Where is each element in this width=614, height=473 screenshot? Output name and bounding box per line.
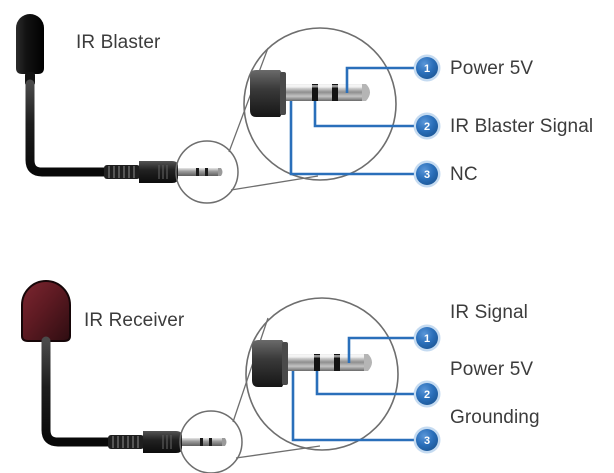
blaster-callout-lines [289, 66, 414, 176]
ir-blaster-plug [104, 161, 223, 183]
receiver-badge-1-number: 1 [424, 333, 430, 345]
receiver-callout-label-2: Power 5V [450, 359, 534, 380]
blaster-zoom-link-top [228, 47, 269, 153]
receiver-callout-line-2 [315, 371, 414, 396]
receiver-badge-3: 3 [413, 426, 441, 454]
receiver-magnified-plug-icon [252, 340, 372, 387]
blaster-zoom-source-circle [175, 140, 239, 204]
blaster-callout-line-2 [313, 101, 414, 128]
receiver-callout-label-1: IR Signal [450, 302, 528, 323]
blaster-badge-2: 2 [413, 112, 441, 140]
blaster-badge-1-number: 1 [424, 63, 430, 75]
receiver-zoom-source-circle [179, 410, 243, 473]
receiver-badge-3-number: 3 [424, 435, 430, 447]
blaster-callout-label-3: NC [450, 164, 478, 185]
ir-blaster-device [16, 14, 113, 177]
blaster-badge-2-number: 2 [424, 121, 430, 133]
receiver-head-icon [21, 280, 71, 342]
receiver-callout-line-1 [347, 336, 414, 363]
receiver-callout-lines [291, 336, 414, 442]
blaster-magnifier-circle [243, 27, 397, 181]
blaster-cable-icon [25, 79, 113, 177]
receiver-magnifier-circle [245, 297, 399, 451]
ir-receiver-device [21, 280, 117, 447]
blaster-callout-line-1 [345, 66, 414, 93]
blaster-head-icon [16, 14, 44, 74]
receiver-zoom-link-top [232, 317, 269, 423]
receiver-callout-line-3 [291, 371, 414, 442]
receiver-badge-2: 2 [413, 380, 441, 408]
receiver-cable-icon [41, 336, 117, 447]
blaster-callout-label-2: IR Blaster Signal [450, 116, 594, 137]
blaster-badge-1: 1 [413, 54, 441, 82]
blaster-magnified-plug-icon [250, 70, 370, 117]
blaster-callout-line-3 [289, 101, 414, 176]
blaster-badge-3: 3 [413, 160, 441, 188]
ir-blaster-title: IR Blaster [76, 32, 161, 53]
ir-receiver-title: IR Receiver [84, 310, 185, 331]
blaster-callout-label-1: Power 5V [450, 58, 534, 79]
ir-receiver-plug [108, 431, 227, 453]
receiver-badge-1: 1 [413, 324, 441, 352]
blaster-badge-3-number: 3 [424, 169, 430, 181]
receiver-badge-2-number: 2 [424, 389, 430, 401]
receiver-callout-label-3: Grounding [450, 407, 540, 428]
